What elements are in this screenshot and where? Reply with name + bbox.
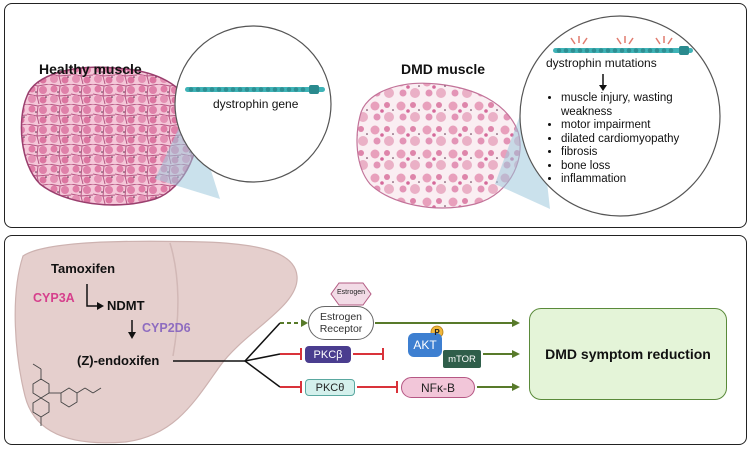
metabolism-arrows: [86, 284, 133, 333]
dystrophin-gene-label: dystrophin gene: [213, 97, 299, 111]
dmd-symptom-reduction-box: DMD symptom reduction: [529, 308, 727, 400]
cyp2d6-label: CYP2D6: [142, 321, 191, 335]
dmd-muscle-tissue: [356, 82, 521, 209]
effect-item: inflammation: [561, 173, 711, 187]
tamoxifen-label: Tamoxifen: [51, 261, 116, 276]
pkcb-node: PKCβ: [305, 346, 351, 363]
akt-node: AKT: [408, 333, 442, 357]
effect-item: muscle injury, wasting weakness: [561, 92, 711, 119]
phospho-label: P: [434, 327, 440, 337]
dmd-muscle-label: DMD muscle: [401, 61, 486, 77]
effect-item: motor impairment: [561, 119, 711, 133]
healthy-zoom-circle: [174, 25, 332, 183]
inhibit-bars: [280, 348, 398, 393]
dystrophin-mutations-label: dystrophin mutations: [546, 56, 657, 70]
effect-item: bone loss: [561, 160, 711, 174]
branch-lines: [173, 322, 281, 388]
muscle-comparison-panel: Healthy muscle dystrophin gene DMD muscl…: [4, 3, 747, 228]
healthy-muscle-tissue: [20, 66, 199, 206]
mutation-arrow: [599, 74, 607, 91]
tamoxifen-pathway-panel: Tamoxifen CYP3A NDMT CYP2D6 (Z)-endoxife…: [4, 235, 747, 445]
outcome-arrows: [375, 322, 513, 388]
muscle-illustrations: [20, 15, 721, 217]
estrogen-badge-shape: [330, 282, 372, 306]
effect-item: fibrosis: [561, 146, 711, 160]
endoxifen-structure: [32, 363, 102, 426]
mtor-node: mTOR: [443, 350, 481, 368]
estrogen-receptor-node: Estrogen Receptor: [308, 306, 374, 340]
endoxifen-label: (Z)-endoxifen: [77, 353, 160, 368]
effect-item: dilated cardiomyopathy: [561, 133, 711, 147]
healthy-zoom-cone: [155, 104, 220, 199]
estrogen-badge-label: Estrogen: [337, 289, 366, 296]
pkct-node: PKCθ: [305, 379, 355, 396]
dmd-effects-list: muscle injury, wasting weakness motor im…: [545, 92, 711, 187]
mutation-marks: [570, 36, 673, 45]
pathway-diagram: [14, 240, 520, 444]
cyp3a-label: CYP3A: [33, 291, 75, 305]
dystrophin-gene-strand: [185, 85, 325, 94]
dmd-zoom-circle: [519, 15, 721, 217]
healthy-muscle-label: Healthy muscle: [39, 61, 142, 77]
liver-shape: [14, 240, 298, 444]
ndmt-label: NDMT: [107, 298, 145, 313]
nfkb-node: NFκ-B: [401, 377, 475, 398]
dystrophin-mutation-strand: [553, 36, 693, 55]
